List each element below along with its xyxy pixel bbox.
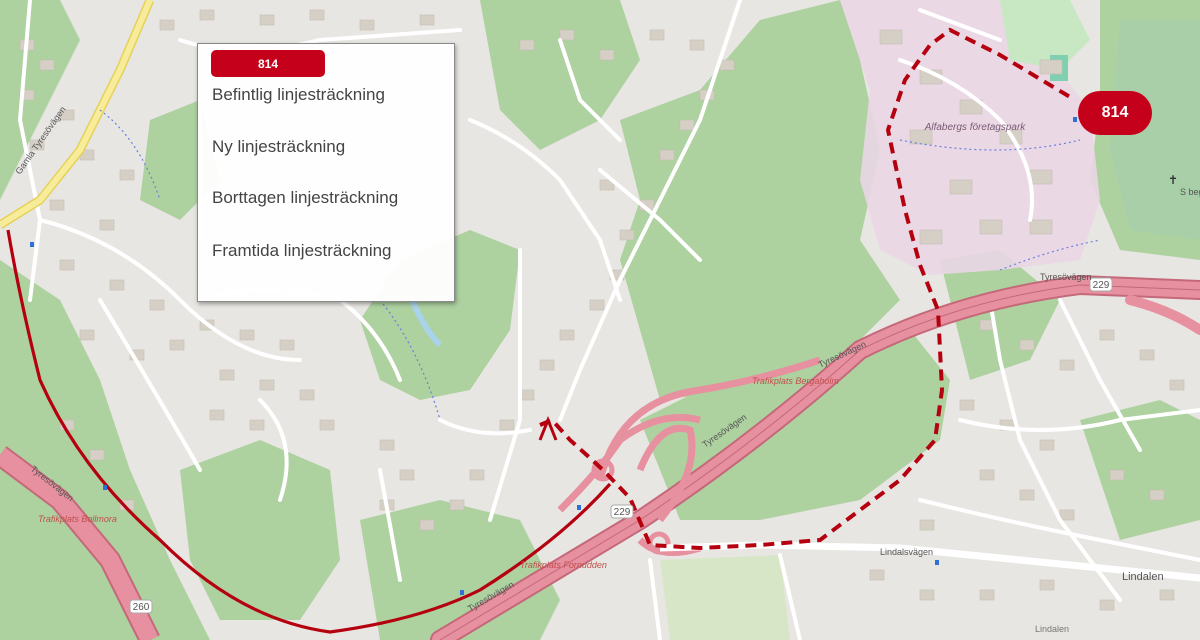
place-label-business-park: Alfabergs företagspark xyxy=(924,122,1027,133)
junction-label-2: Trafikplats Bergaholm xyxy=(752,376,839,386)
road-260-label: 260 xyxy=(133,602,150,613)
road-shields: 229 229 260 xyxy=(129,277,1113,614)
route-existing xyxy=(6,229,612,634)
place-label-lindalen-south: Lindalen xyxy=(1035,624,1069,634)
road-229-label-a: 229 xyxy=(1093,280,1110,291)
route-new xyxy=(539,27,1077,551)
sports-field xyxy=(1000,0,1090,70)
legend-label-removed: Borttagen linjesträckning xyxy=(212,188,399,207)
road-229-label-b: 229 xyxy=(614,507,631,518)
route-814-badge[interactable]: 814 xyxy=(1078,91,1152,135)
motorway-260 xyxy=(0,446,160,640)
business-park-area xyxy=(840,0,1100,275)
lindalsvagen-road xyxy=(659,541,1200,582)
place-label-lindalen: Lindalen xyxy=(1122,571,1164,583)
junction-label-1: Trafikplats Bollmora xyxy=(38,514,117,524)
legend-panel: 814 Befintlig linjesträckning Ny linjest… xyxy=(197,43,455,302)
stream xyxy=(409,298,443,348)
legend-label-future: Framtida linjesträckning xyxy=(212,241,392,260)
place-label-church: S begr xyxy=(1180,187,1200,197)
junction-names: Trafikplats Bollmora Trafikplats Bergaho… xyxy=(38,376,839,570)
business-park-label: Alfabergs företagspark xyxy=(924,122,1027,133)
road-label-lindalsvagen: Lindalsvägen xyxy=(880,547,933,557)
legend-label-existing: Befintlig linjesträckning xyxy=(212,85,385,104)
church-icon: ✝ xyxy=(1168,173,1178,187)
motorway-229 xyxy=(430,274,1200,640)
route-new-spur xyxy=(538,415,558,441)
bus-stops xyxy=(30,117,1077,595)
legend-label-new: Ny linjesträckning xyxy=(212,137,346,156)
roundabout-north xyxy=(591,458,615,482)
open-field xyxy=(660,555,790,640)
junction-label-3: Trafikplats Fornudden xyxy=(520,560,607,570)
road-label-tyresovagen-1: Tyresövägen xyxy=(1040,272,1092,282)
cemetery xyxy=(1110,20,1200,240)
buildings xyxy=(19,9,1185,611)
legend-route-badge: 814 xyxy=(211,50,325,77)
